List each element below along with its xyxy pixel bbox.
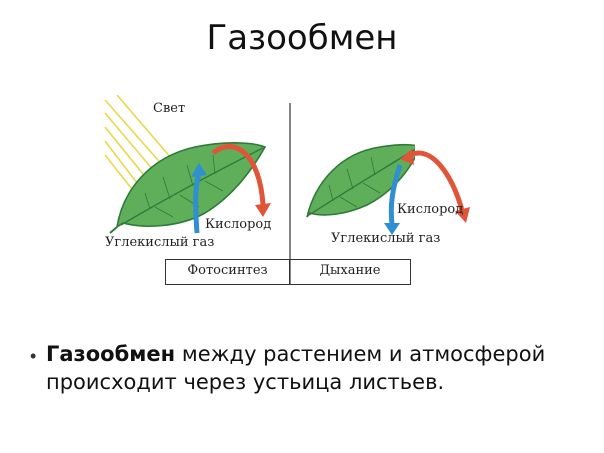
right-oxygen-arrow [400,149,470,223]
right-arrows [384,149,470,235]
bullet-bold-term: Газообмен [46,342,176,366]
left-leaf [109,142,267,234]
bullet-text: Газообмен между растением и атмосферой п… [46,340,586,396]
left-oxygen-label: Кислород [205,217,272,232]
caption-respiration: Дыхание [289,259,411,285]
bullet-rest-text: между растением и атмосферой происходит … [46,342,546,394]
right-co2-label: Углекислый газ [331,231,441,246]
right-co2-arrow [384,164,403,235]
left-co2-arrow [191,163,207,234]
bullet-marker: • [30,346,37,366]
caption-photosynthesis: Фотосинтез [165,259,290,285]
left-oxygen-arrow [211,144,271,217]
slide-title: Газообмен [206,18,398,58]
light-label: Свет [153,101,186,116]
left-co2-label: Углекислый газ [105,235,215,250]
figure-illustration [104,94,421,285]
right-oxygen-label: Кислород [397,202,464,217]
gas-exchange-figure: Свет Кислород Углекислый газ Кислород Уг… [95,94,470,295]
